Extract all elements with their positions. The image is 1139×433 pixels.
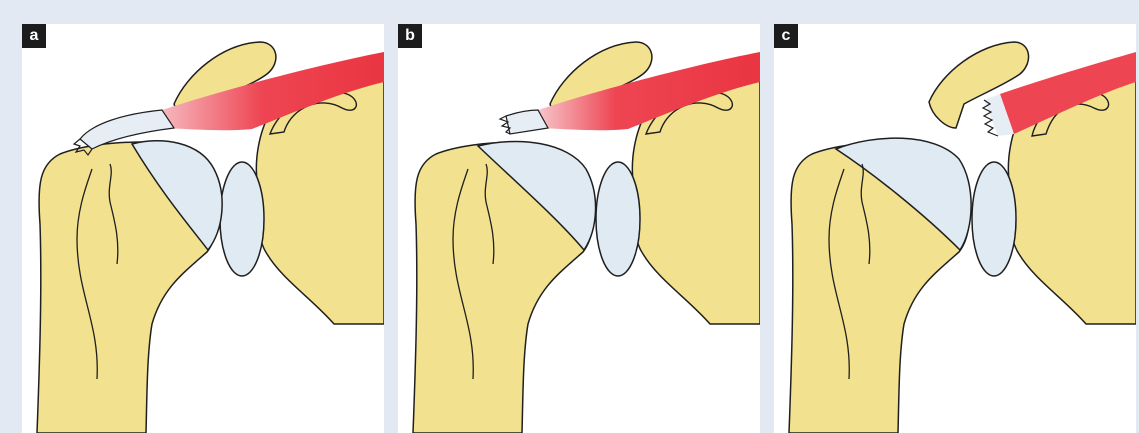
panel-label-c: c — [774, 24, 798, 48]
glenoid-cartilage — [220, 162, 264, 276]
glenoid-cartilage — [972, 162, 1016, 276]
shoulder-illustration-a — [22, 24, 384, 433]
panel-b: b — [398, 24, 760, 433]
shoulder-illustration-b — [398, 24, 760, 433]
panel-c: c — [774, 24, 1136, 433]
panel-label-a: a — [22, 24, 46, 48]
panel-label-b: b — [398, 24, 422, 48]
glenoid-cartilage — [596, 162, 640, 276]
shoulder-illustration-c — [774, 24, 1136, 433]
panel-a: a — [22, 24, 384, 433]
